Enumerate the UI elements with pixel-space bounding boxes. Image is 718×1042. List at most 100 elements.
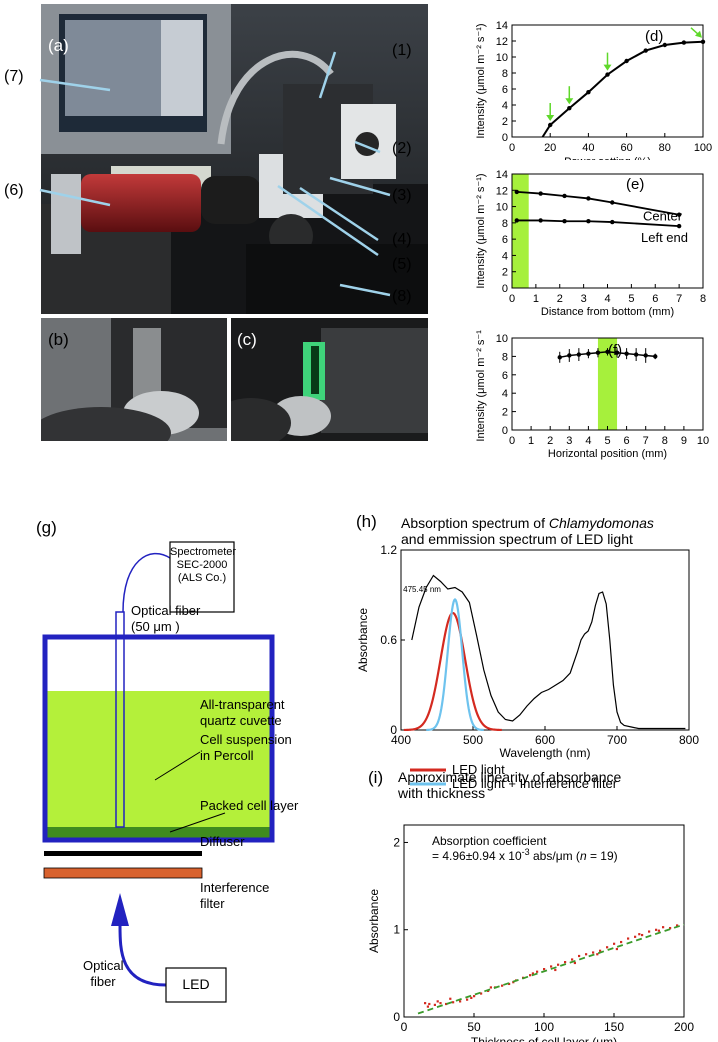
fiber-top-line1: Optical fiber [131, 603, 201, 618]
data-point [459, 1000, 462, 1003]
panel-label-i: (i) [368, 768, 383, 787]
data-point [595, 350, 601, 355]
y-tick-label: 8 [502, 218, 508, 230]
series-label-left-end: Left end [641, 230, 688, 245]
spectrometer-line2: SEC-2000 [176, 559, 228, 571]
data-point [473, 995, 476, 998]
cuvette-line1: All-transparent [200, 697, 285, 712]
data-point [638, 933, 641, 936]
y-tick-label: 1.2 [380, 543, 397, 557]
annotation-line1: Absorption coefficient [432, 834, 547, 848]
series-line [541, 40, 704, 138]
data-point [501, 984, 504, 987]
x-tick-label: 10 [697, 435, 709, 447]
panel-label-b: (b) [48, 330, 69, 349]
y-axis-label: Absorbance [367, 889, 381, 953]
callout-5: (5) [392, 256, 412, 273]
y-tick-label: 2 [502, 116, 508, 128]
data-point [514, 218, 519, 223]
data-point [669, 926, 672, 930]
data-point [536, 970, 539, 973]
y-tick-label: 14 [496, 20, 508, 32]
data-point [550, 965, 553, 968]
data-point [610, 200, 615, 205]
data-point [641, 933, 644, 937]
data-point [648, 930, 651, 933]
panel-label-g: (g) [36, 518, 57, 537]
data-point [586, 351, 591, 356]
x-tick-label: 7 [676, 293, 682, 305]
fiber-top-line2: (50 μm ) [131, 619, 180, 634]
data-point [657, 929, 660, 932]
x-tick-label: 4 [604, 293, 610, 305]
legend-led-label: LED light [452, 762, 505, 777]
series-led-light [403, 611, 502, 732]
fit-line [417, 923, 685, 1015]
x-axis-label: Thickness of cell layer (μm) [471, 1035, 617, 1042]
data-point [576, 352, 582, 357]
data-point [562, 219, 567, 224]
data-point [529, 974, 532, 977]
data-point [613, 942, 616, 945]
data-point [634, 935, 637, 938]
y-tick-label: 0 [502, 283, 508, 295]
arrow-head [565, 98, 574, 105]
x-tick-label: 400 [391, 733, 411, 747]
y-tick-label: 1 [393, 923, 400, 937]
cuvette-line2: quartz cuvette [200, 713, 282, 728]
x-tick-label: 50 [467, 1020, 481, 1034]
x-tick-label: 700 [607, 733, 627, 747]
data-point [445, 1002, 448, 1006]
y-tick-label: 10 [496, 202, 508, 214]
data-point [439, 1002, 442, 1005]
led-label: LED [182, 976, 210, 992]
data-point [676, 212, 682, 217]
data-point [562, 193, 567, 199]
spectrometer-line3: (ALS Co.) [177, 572, 227, 584]
x-tick-label: 2 [547, 435, 553, 447]
y-tick-label: 10 [496, 333, 508, 345]
callout-7: (7) [4, 68, 24, 85]
highlight-band [597, 338, 618, 430]
spectrometer-line1: Spectrometer [170, 546, 237, 558]
data-point [586, 219, 591, 224]
arrow-head [695, 30, 702, 38]
suspension-line1: Cell suspension [200, 732, 292, 747]
y-tick-label: 8 [502, 351, 508, 363]
data-point [567, 106, 572, 111]
data-point [466, 998, 469, 1001]
x-tick-label: 0 [509, 142, 515, 154]
data-point [424, 1002, 427, 1005]
callout-2: (2) [392, 140, 412, 157]
x-tick-label: 7 [643, 435, 649, 447]
y-tick-label: 0.6 [380, 633, 397, 647]
x-tick-label: 100 [534, 1020, 554, 1034]
data-point [624, 351, 629, 356]
x-tick-label: 600 [535, 733, 555, 747]
fiber-top-label: Optical fiber (50 μm ) [131, 603, 200, 635]
data-point [586, 196, 591, 201]
arrow-head [603, 64, 612, 71]
filter-line1: Interference [200, 880, 270, 895]
data-point [449, 997, 452, 1000]
y-tick-label: 12 [496, 185, 508, 197]
y-tick-label: 4 [502, 250, 508, 262]
fiber-bottom-line1: Optical [83, 958, 124, 973]
y-axis-label: Intensity (μmol m⁻² s⁻¹) [475, 330, 487, 442]
x-axis-label: Distance from bottom (mm) [541, 306, 674, 318]
data-point [480, 992, 483, 995]
data-point [514, 189, 519, 195]
panel-label-e: (e) [626, 176, 644, 193]
cuvette-label: All-transparent quartz cuvette [200, 697, 285, 729]
data-point [606, 946, 609, 949]
data-point [700, 39, 706, 44]
diffuser-label: Diffuser [200, 834, 245, 849]
peak-annotation: 475.45 nm [403, 585, 441, 594]
chart-title-line2: with thickness [397, 785, 485, 801]
data-point [557, 963, 560, 966]
data-point [426, 1005, 429, 1008]
data-point [538, 191, 543, 196]
plot-frame [511, 24, 704, 138]
